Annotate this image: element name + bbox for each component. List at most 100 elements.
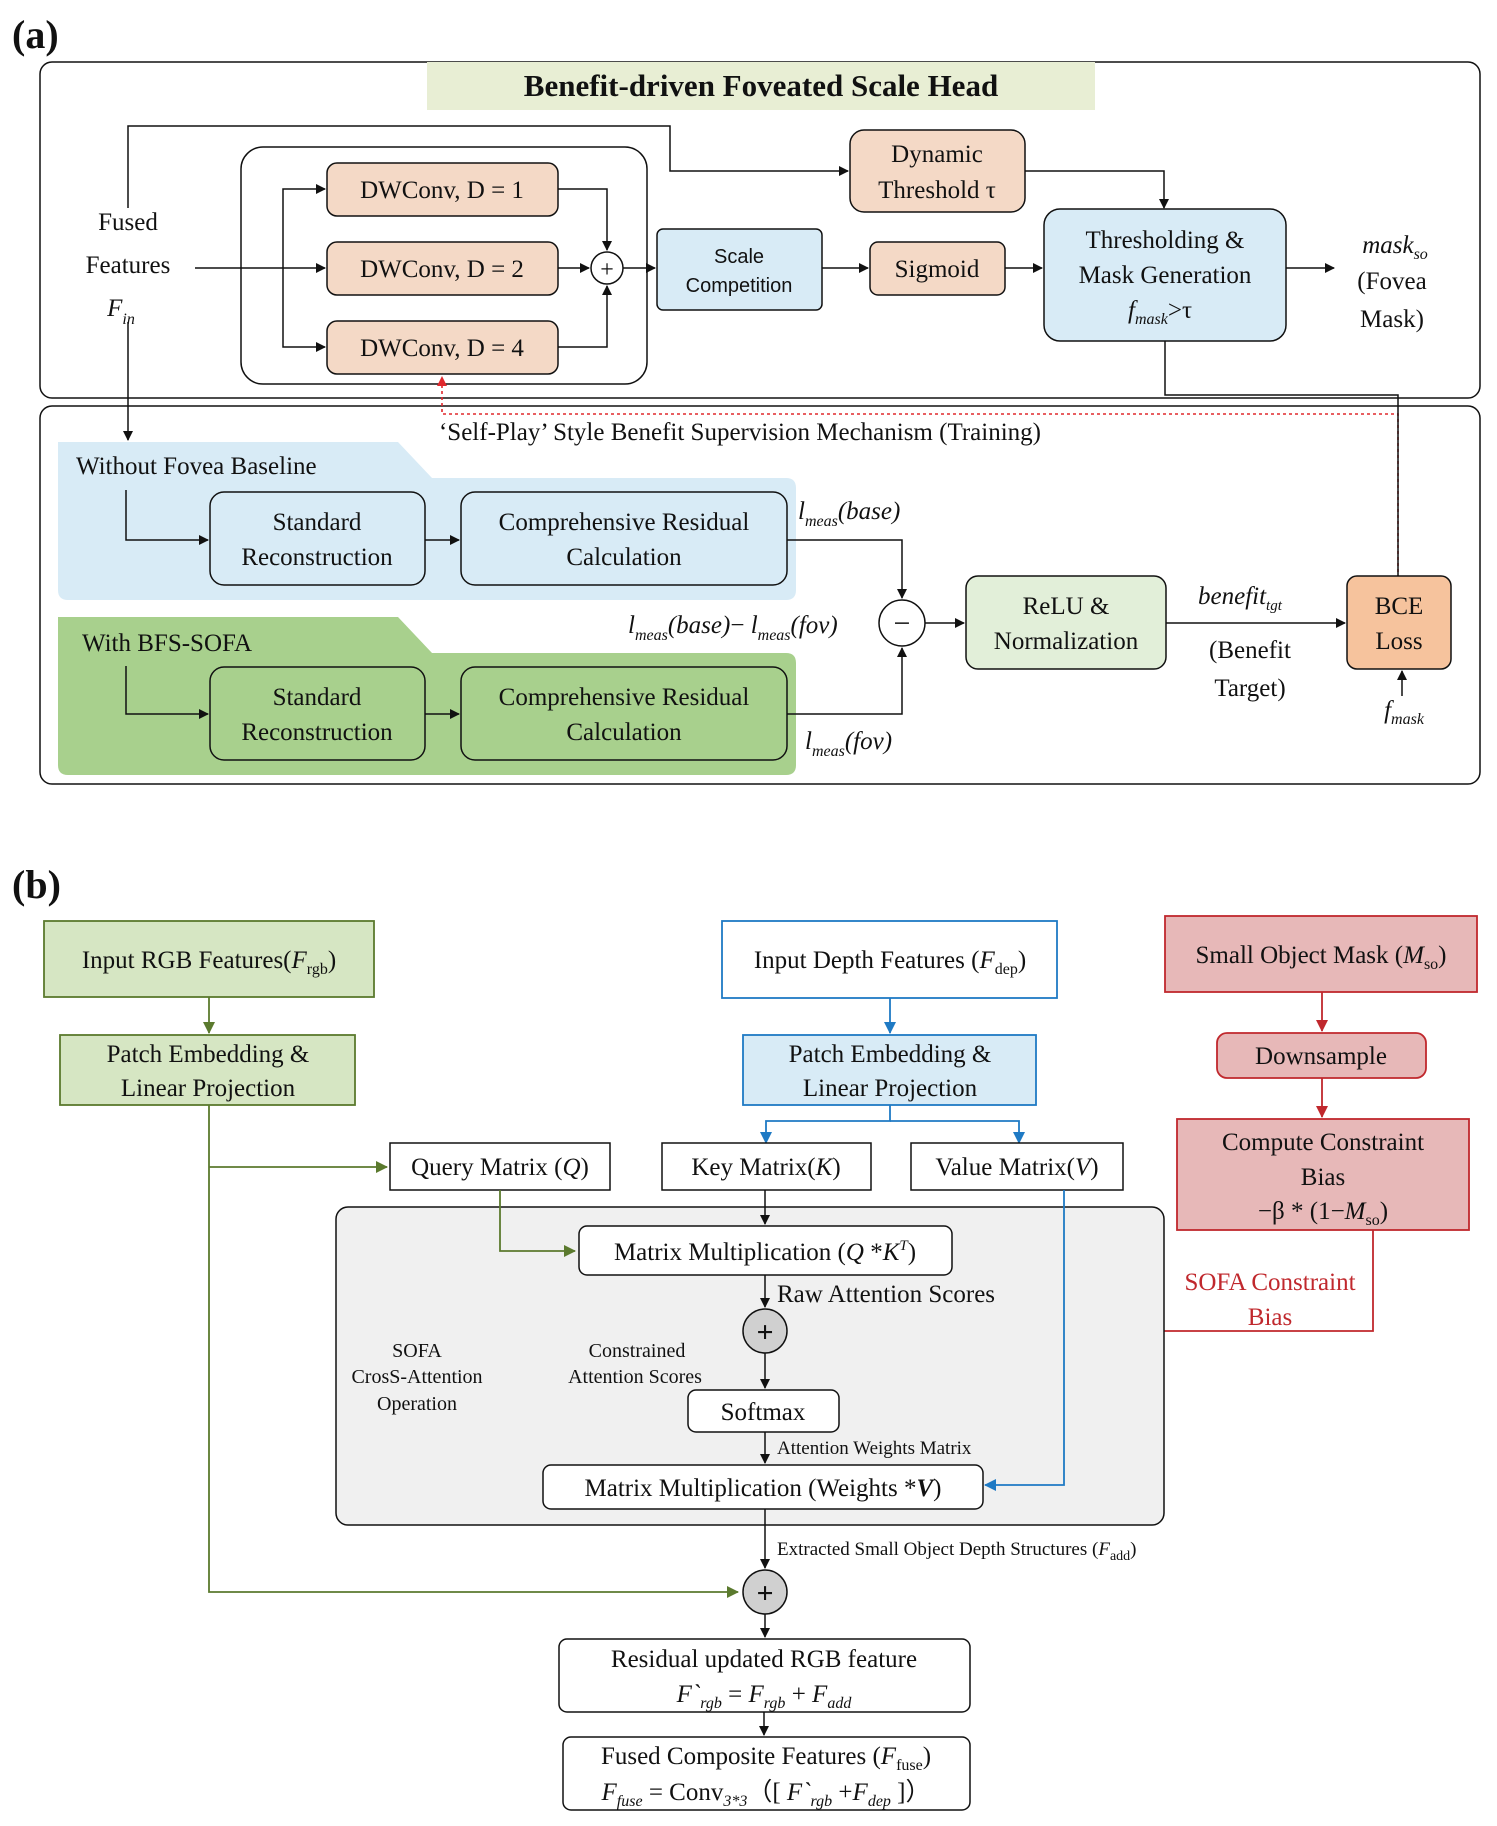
depth-to-value-arrow: [890, 1120, 1025, 1144]
value-to-matmul2-arrow: [984, 1190, 1065, 1491]
bias-sum-plus: +: [756, 1316, 773, 1349]
value-box: [910, 1142, 1124, 1191]
scale-competition-label-1: Scale: [714, 246, 764, 268]
rgb-input-label: Input RGB Features(Frgb): [82, 947, 336, 978]
mask-input-label: Small Object Mask (Mso): [1196, 942, 1447, 973]
constraint-box: [1176, 1118, 1470, 1231]
depth-input-label: Input Depth Features (Fdep): [754, 947, 1026, 978]
thresholding-label-1: Thresholding &: [1085, 227, 1244, 254]
matmul-wv-label: Matrix Multiplication (Weights *V): [585, 1475, 942, 1502]
value-label: Value Matrix(V): [935, 1154, 1098, 1181]
baseline-residual-box: [460, 491, 788, 586]
dwconv-d1-label: DWConv, D = 1: [360, 177, 524, 204]
query-label: Query Matrix (Q): [411, 1154, 589, 1181]
f-in-symbol: Fin: [106, 295, 135, 328]
fused-features-label-1: Fused: [98, 209, 158, 236]
key-label: Key Matrix(K): [691, 1154, 840, 1181]
l-meas-fov-label: lmeas(fov): [805, 728, 892, 760]
bfs-recon-box: [209, 666, 426, 761]
mask-to-bce-line: [1164, 341, 1399, 578]
softmax-box: [687, 1389, 840, 1433]
sigmoid-label: Sigmoid: [895, 256, 980, 283]
benefit-tgt-symbol: benefittgt: [1198, 583, 1283, 614]
bfs-residual-label-2: Calculation: [566, 719, 682, 746]
sofa-op-label-2: CrosS-Attention: [351, 1366, 482, 1388]
baseline-label: Without Fovea Baseline: [76, 453, 317, 480]
benefit-target-label-2: Target): [1214, 675, 1285, 702]
constraint-formula: −β * (1−Mso): [1258, 1198, 1388, 1229]
softmax-label: Softmax: [721, 1399, 806, 1426]
panel-b-tag: (b): [12, 862, 61, 907]
bfs-sofa-label: With BFS-SOFA: [82, 630, 252, 657]
base-to-minus-arrow: [787, 539, 907, 599]
sofa-bias-label-2: Bias: [1248, 1304, 1292, 1331]
fmask-symbol: fmask: [1384, 697, 1425, 728]
fused-features-label-2: Features: [86, 252, 171, 279]
minus-node-sign: −: [894, 607, 911, 640]
rgb-input-box: [43, 920, 375, 998]
relu-label-1: ReLU &: [1023, 593, 1110, 620]
downsample-label: Downsample: [1255, 1043, 1387, 1070]
extracted-label: Extracted Small Object Depth Structures …: [777, 1539, 1136, 1564]
depth-to-key-arrow: [760, 1105, 891, 1144]
constrained-label-1: Constrained: [589, 1340, 686, 1362]
input-to-threshold-arrow: [127, 125, 849, 208]
mask-so-symbol: maskso: [1362, 232, 1428, 263]
bce-loss-box: [1346, 575, 1452, 670]
baseline-in-arrow: [125, 490, 209, 545]
depth-patch-label-2: Linear Projection: [803, 1075, 978, 1102]
baseline-residual-label-1: Comprehensive Residual: [499, 509, 750, 536]
query-to-matmul-arrow: [499, 1190, 576, 1257]
constraint-label-2: Bias: [1301, 1164, 1345, 1191]
rgb-patch-box: [59, 1034, 356, 1106]
depth-input-box: [721, 920, 1058, 999]
residual-feature-label: Residual updated RGB feature: [611, 1646, 917, 1673]
bfs-recon-label-1: Standard: [273, 684, 362, 711]
baseline-recon-box: [209, 491, 426, 586]
bfs-in-arrow: [125, 666, 209, 719]
input-to-d4-arrow: [282, 268, 326, 352]
mask-input-box: [1164, 915, 1478, 993]
diagram-title: Benefit-driven Foveated Scale Head: [524, 68, 998, 103]
relu-label-2: Normalization: [994, 628, 1139, 655]
dynamic-threshold-label-2: Threshold τ: [878, 177, 996, 204]
residual-feature-formula: F`rgb = Frgb + Fadd: [676, 1681, 853, 1712]
fov-to-minus-arrow: [787, 647, 907, 715]
d1-to-sum-arrow: [558, 188, 612, 251]
relu-box: [965, 575, 1167, 670]
thresholding-label-2: Mask Generation: [1079, 262, 1252, 289]
depth-patch-box: [742, 1034, 1037, 1106]
query-box: [389, 1142, 611, 1191]
fovea-mask-label-1: (Fovea: [1357, 268, 1426, 295]
title-banner: [427, 62, 1095, 110]
baseline-residual-label-2: Calculation: [566, 544, 682, 571]
rgb-skip-arrow: [208, 1105, 739, 1598]
sofa-op-label-1: SOFA: [392, 1340, 442, 1362]
scale-competition-box: [656, 228, 823, 311]
dwconv-d2-label: DWConv, D = 2: [360, 256, 524, 283]
baseline-recon-label-1: Standard: [273, 509, 362, 536]
fused-composite-label: Fused Composite Features (Ffuse): [601, 1743, 931, 1774]
raw-scores-label: Raw Attention Scores: [777, 1281, 995, 1308]
l-meas-base-label: lmeas(base): [798, 498, 900, 530]
dynamic-threshold-label-1: Dynamic: [891, 141, 983, 168]
fovea-mask-label-2: Mask): [1360, 306, 1424, 333]
baseline-recon-label-2: Reconstruction: [241, 544, 393, 571]
bfs-recon-label-2: Reconstruction: [241, 719, 393, 746]
matmul-qk-label: Matrix Multiplication (Q *KT): [614, 1238, 916, 1266]
diff-expression: lmeas(base)− lmeas(fov): [628, 612, 838, 644]
threshold-to-mask-arrow: [1025, 170, 1169, 209]
bfs-residual-label-1: Comprehensive Residual: [499, 684, 750, 711]
attention-weights-label: Attention Weights Matrix: [777, 1438, 972, 1459]
rgb-patch-label-2: Linear Projection: [121, 1075, 296, 1102]
scale-competition-label-2: Competition: [686, 275, 793, 297]
sum-node-a-plus: +: [600, 257, 614, 283]
panel-a-tag: (a): [12, 12, 59, 57]
key-box: [661, 1142, 872, 1191]
sofa-op-label-3: Operation: [377, 1393, 457, 1415]
supervision-title: ‘Self-Play’ Style Benefit Supervision Me…: [439, 419, 1041, 446]
depth-patch-label-1: Patch Embedding &: [789, 1041, 992, 1068]
fused-composite-box: [562, 1736, 971, 1811]
benefit-target-label-1: (Benefit: [1209, 637, 1291, 664]
